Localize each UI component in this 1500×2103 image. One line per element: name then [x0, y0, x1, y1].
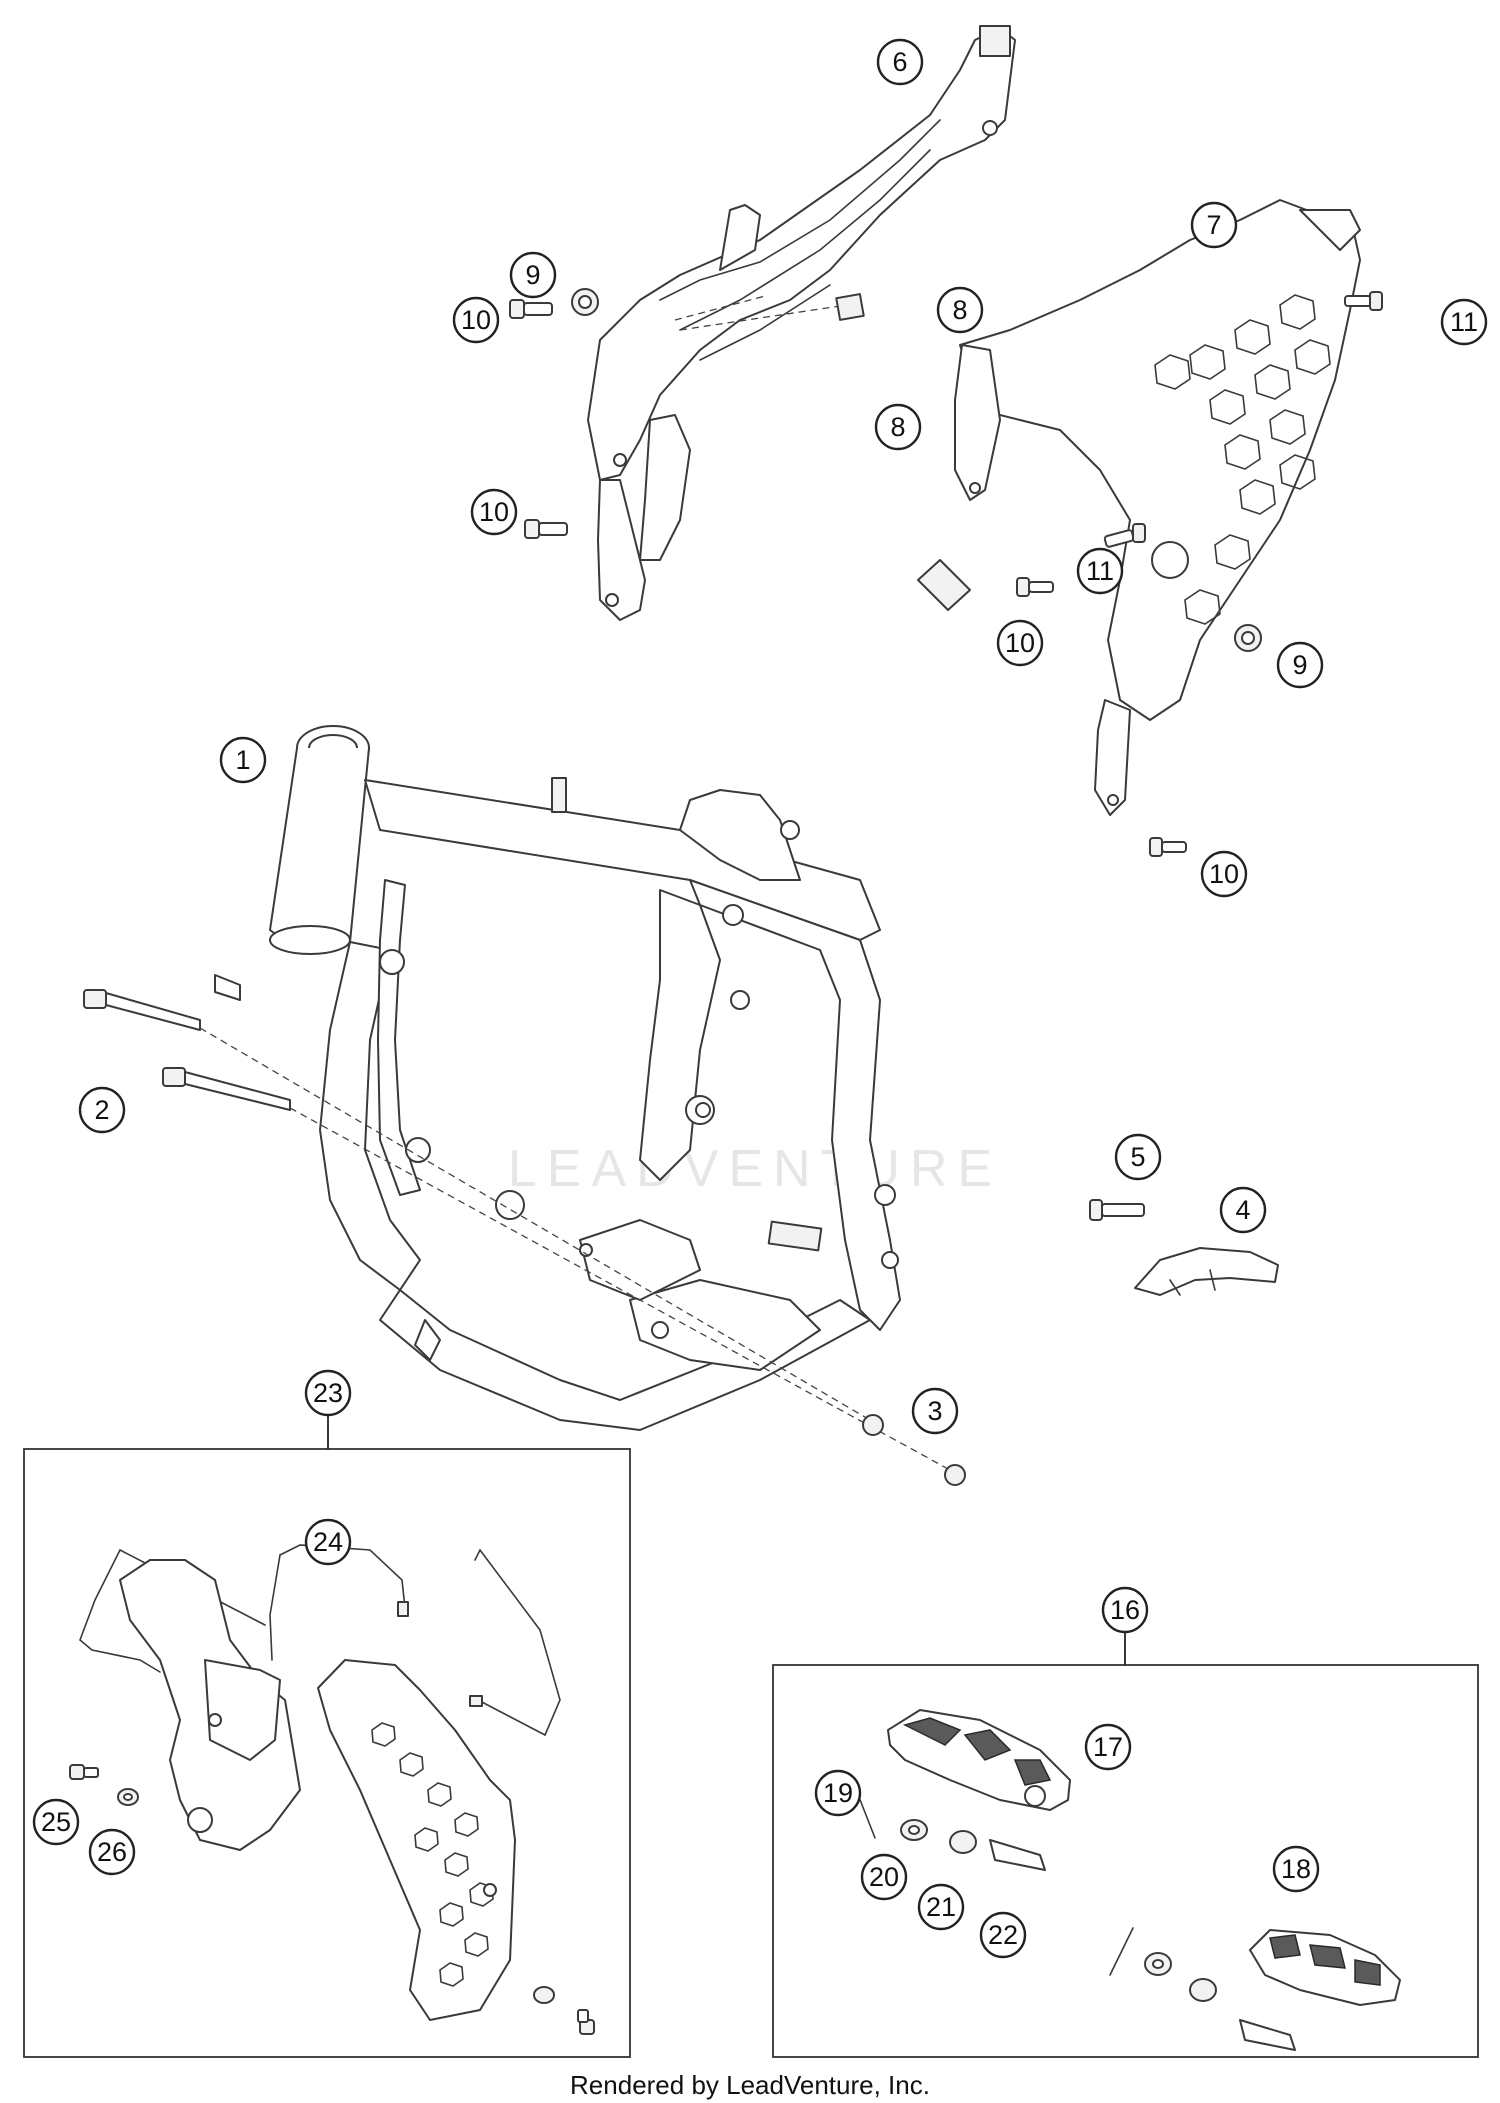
callout-17: 17	[1084, 1723, 1132, 1771]
callout-8: 8	[874, 403, 922, 451]
bolt-drawing	[1103, 523, 1146, 548]
callout-6: 6	[876, 38, 924, 86]
svg-text:20: 20	[869, 1862, 899, 1892]
subframe-left-drawing	[587, 25, 1016, 621]
callout-24: 24	[304, 1518, 352, 1566]
svg-text:5: 5	[1130, 1142, 1145, 1172]
main-frame-drawing	[214, 725, 901, 1431]
nut-drawing	[862, 1414, 884, 1436]
callout-16: 16	[1101, 1586, 1149, 1634]
svg-text:11: 11	[1086, 556, 1114, 586]
svg-text:10: 10	[479, 497, 509, 527]
bolt-drawing	[509, 299, 553, 319]
nut-drawing	[571, 288, 599, 316]
frame-guard-left-drawing	[79, 1544, 409, 1851]
svg-text:24: 24	[313, 1527, 343, 1557]
callout-2: 2	[78, 1086, 126, 1134]
svg-text:8: 8	[952, 295, 967, 325]
bolt-drawing	[69, 1764, 99, 1780]
watermark-text: LEADVENTURE	[508, 1140, 1002, 1198]
pad-drawing	[917, 559, 971, 611]
callout-10: 10	[1200, 850, 1248, 898]
svg-text:16: 16	[1110, 1595, 1140, 1625]
callout-4: 4	[1219, 1186, 1267, 1234]
footpeg-right-drawing	[1109, 1927, 1401, 2051]
callout-9: 9	[509, 251, 557, 299]
bolt-drawing	[1089, 1199, 1145, 1221]
callout-9: 9	[1276, 641, 1324, 689]
svg-text:4: 4	[1235, 1195, 1250, 1225]
callout-10: 10	[470, 488, 518, 536]
nut-drawing	[944, 1464, 966, 1486]
svg-text:21: 21	[926, 1892, 956, 1922]
chain-guide-drawing	[1134, 1247, 1279, 1296]
svg-text:26: 26	[97, 1837, 127, 1867]
callout-21: 21	[917, 1883, 965, 1931]
callout-3: 3	[911, 1387, 959, 1435]
long-bolt-drawing	[83, 989, 201, 1031]
svg-text:2: 2	[94, 1095, 109, 1125]
callout-20: 20	[860, 1853, 908, 1901]
callout-26: 26	[88, 1828, 136, 1876]
callout-11: 11	[1440, 298, 1488, 346]
svg-text:18: 18	[1281, 1854, 1311, 1884]
bolt-drawing	[577, 2009, 595, 2035]
bolt-drawing	[1016, 577, 1054, 597]
svg-text:3: 3	[927, 1396, 942, 1426]
svg-text:9: 9	[1292, 650, 1307, 680]
svg-text:11: 11	[1450, 307, 1478, 337]
footer-credit: Rendered by LeadVenture, Inc.	[570, 2070, 930, 2100]
bolt-drawing	[1344, 291, 1383, 311]
callout-19: 19	[814, 1769, 862, 1817]
svg-text:6: 6	[892, 47, 907, 77]
long-bolt-drawing	[162, 1067, 291, 1111]
svg-text:10: 10	[1005, 628, 1035, 658]
callout-23: 23	[304, 1369, 352, 1417]
callout-10: 10	[452, 296, 500, 344]
frame-guard-right-drawing	[317, 1549, 561, 2021]
callout-8: 8	[936, 286, 984, 334]
callout-1: 1	[219, 736, 267, 784]
callout-11: 11	[1076, 547, 1124, 595]
svg-text:10: 10	[461, 305, 491, 335]
svg-text:25: 25	[41, 1807, 71, 1837]
bolt-drawing	[1149, 837, 1187, 857]
callout-18: 18	[1272, 1845, 1320, 1893]
svg-text:1: 1	[235, 745, 250, 775]
bolt-drawing	[524, 519, 568, 539]
callout-22: 22	[979, 1911, 1027, 1959]
svg-text:19: 19	[823, 1778, 853, 1808]
svg-text:22: 22	[988, 1920, 1018, 1950]
callout-25: 25	[32, 1798, 80, 1846]
svg-text:17: 17	[1093, 1732, 1123, 1762]
kit-box-23	[23, 1448, 631, 2058]
washer-drawing	[117, 1788, 139, 1806]
svg-text:8: 8	[890, 412, 905, 442]
footpeg-left-drawing	[856, 1709, 1071, 1871]
nut-drawing	[1234, 624, 1262, 652]
frame-protector-right-drawing	[939, 199, 1361, 816]
svg-text:7: 7	[1206, 210, 1221, 240]
callout-7: 7	[1190, 201, 1238, 249]
svg-text:10: 10	[1209, 859, 1239, 889]
callout-5: 5	[1114, 1133, 1162, 1181]
svg-text:23: 23	[313, 1378, 343, 1408]
svg-text:9: 9	[525, 260, 540, 290]
washer-drawing	[533, 1986, 555, 2004]
callout-10: 10	[996, 619, 1044, 667]
